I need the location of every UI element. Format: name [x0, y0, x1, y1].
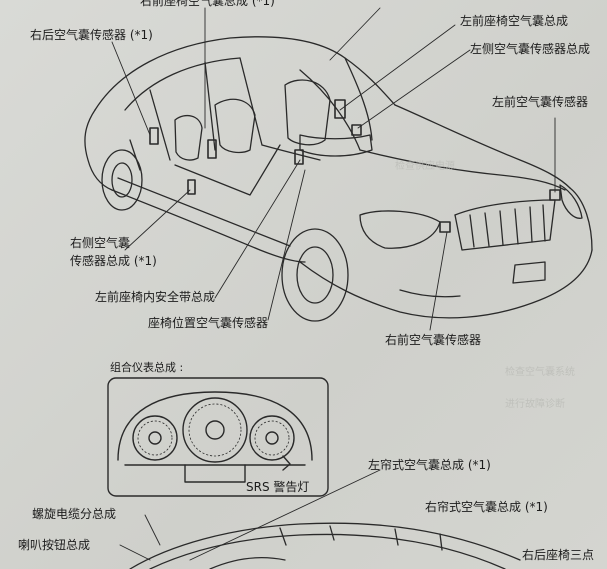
- label-right-curtain-airbag: 右帘式空气囊总成 (*1): [425, 500, 548, 514]
- label-horn-button: 喇叭按钮总成: [18, 538, 91, 552]
- background-text: 进行故障诊断: [505, 399, 565, 410]
- label-rear-right-sensor: 右后空气囊传感器 (*1): [30, 28, 153, 42]
- label-front-left-seat-airbag: 左前座椅空气囊总成: [460, 14, 569, 28]
- background-text: 检查空气囊系统: [505, 367, 575, 378]
- label-right-side-sensor-line1: 右侧空气囊: [70, 236, 131, 250]
- leader-lines: [111, 7, 556, 561]
- label-left-curtain-airbag: 左帘式空气囊总成 (*1): [368, 458, 491, 472]
- combination-meter-panel: [107, 377, 329, 497]
- car-body-outline: [84, 36, 593, 322]
- label-srs-warning-light: SRS 警告灯: [246, 480, 310, 494]
- label-left-side-sensor: 左侧空气囊传感器总成: [470, 42, 591, 56]
- background-text: 检查供应电源: [395, 161, 455, 172]
- label-top-partial: 右前座椅空气囊总成 (*1): [140, 0, 275, 8]
- label-seat-position-sensor: 座椅位置空气囊传感器: [148, 316, 269, 330]
- meter-tick-marks: [137, 403, 290, 457]
- label-front-right-sensor: 右前空气囊传感器: [385, 333, 482, 347]
- curtain-airbag-arc: [129, 522, 521, 569]
- label-rear-right-seat-partial: 右后座椅三点: [522, 548, 595, 562]
- label-combination-meter: 组合仪表总成 :: [110, 361, 184, 374]
- sensor-markers: [149, 99, 561, 233]
- label-front-left-sensor: 左前空气囊传感器: [492, 95, 589, 109]
- label-spiral-cable: 螺旋电缆分总成: [32, 507, 117, 521]
- label-right-side-sensor-line2: 传感器总成 (*1): [70, 254, 157, 268]
- label-front-left-seat-belt: 左前座椅内安全带总成: [95, 290, 216, 304]
